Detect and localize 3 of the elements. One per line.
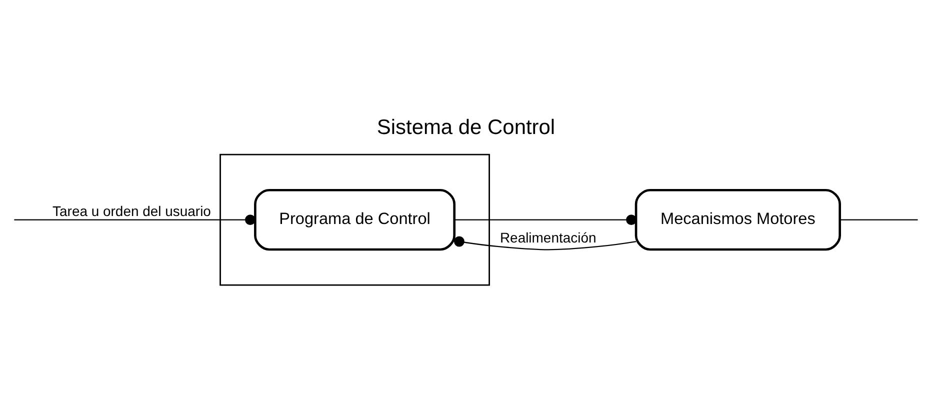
edge-label: Realimentación: [500, 229, 596, 246]
edge-label: Tarea u orden del usuario: [52, 202, 211, 218]
diagram-title: Sistema de Control: [376, 116, 556, 139]
